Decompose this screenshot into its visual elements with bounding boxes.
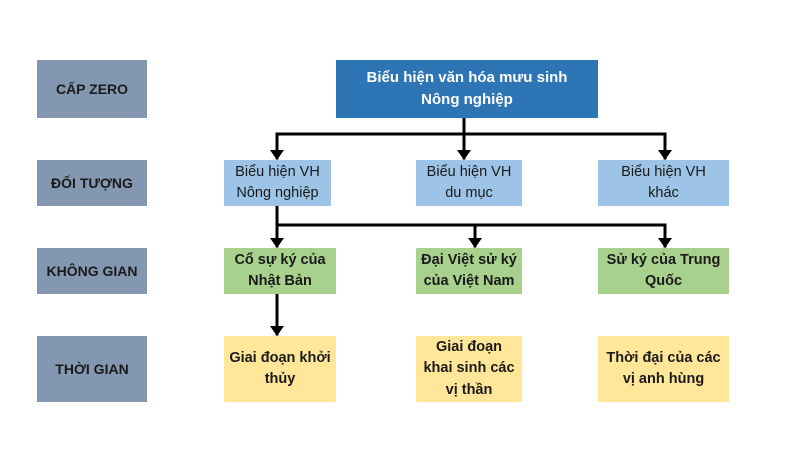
arrowhead-object-2 (457, 150, 471, 160)
time-node-origin: Giai đoạn khởi thủy (224, 336, 336, 402)
arrowhead-object-1 (270, 150, 284, 160)
space-node-vietnam: Đại Việt sử ký của Việt Nam (416, 248, 522, 294)
time-node-gods: Giai đoạn khai sinh các vị thần (416, 336, 522, 402)
arrowhead-space-2 (468, 238, 482, 248)
time-node-heroes: Thời đại của các vị anh hùng (598, 336, 729, 402)
level-label-zero: CẤP ZERO (37, 60, 147, 118)
arrowhead-object-3 (658, 150, 672, 160)
level-label-object: ĐỐI TƯỢNG (37, 160, 147, 206)
level-label-space: KHÔNG GIAN (37, 248, 147, 294)
arrowhead-space-1 (270, 238, 284, 248)
root-node: Biểu hiện văn hóa mưu sinh Nông nghiệp (336, 60, 598, 118)
space-node-japan: Cổ sự ký của Nhật Bản (224, 248, 336, 294)
arrowhead-time-1 (270, 326, 284, 336)
level-label-time: THỜI GIAN (37, 336, 147, 402)
object-node-agriculture: Biểu hiện VH Nông nghiệp (224, 160, 331, 206)
space-node-china: Sử ký của Trung Quốc (598, 248, 729, 294)
arrowhead-space-3 (658, 238, 672, 248)
object-node-other: Biểu hiện VH khác (598, 160, 729, 206)
object-node-nomadic: Biểu hiện VH du mục (416, 160, 522, 206)
